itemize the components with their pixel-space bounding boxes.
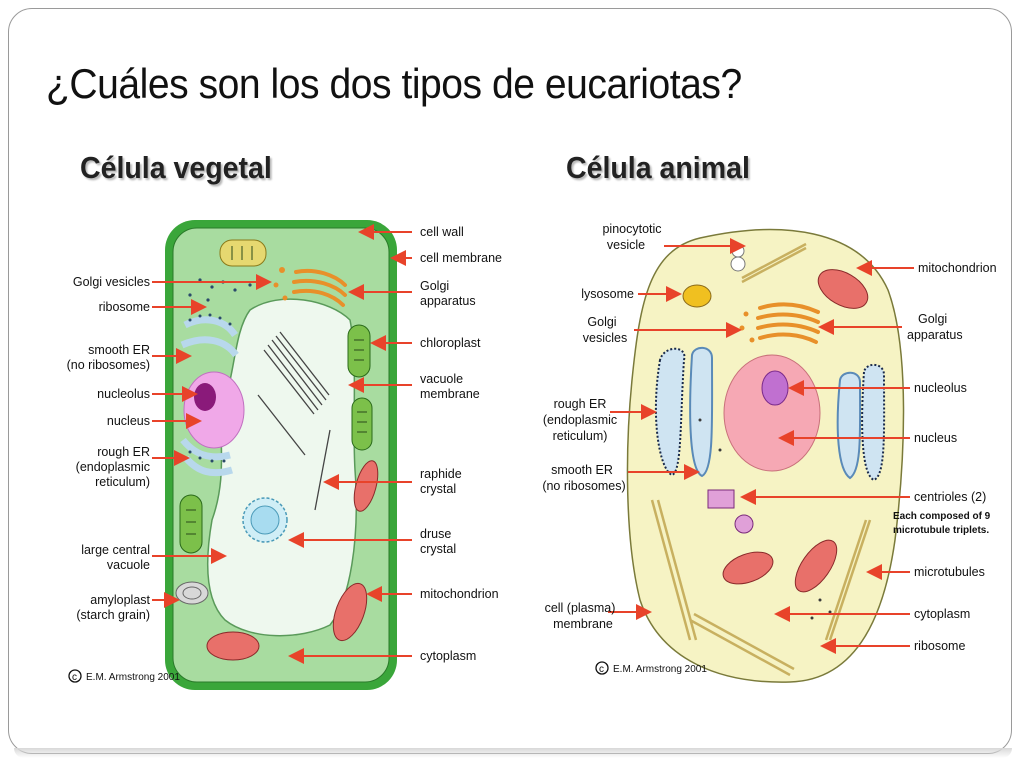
druse-crystal [242,497,288,543]
label-animal-golgi-1: Golgi [918,312,947,326]
label-golgi-vesicles: Golgi vesicles [73,275,150,289]
label-animal-ribosome: ribosome [914,639,965,653]
label-druse-1: druse [420,527,451,541]
label-animal-cytoplasm: cytoplasm [914,607,970,621]
label-plant-cytoplasm: cytoplasm [420,649,476,663]
label-cell-wall: cell wall [420,225,464,239]
plant-nucleolus [194,383,216,411]
animal-rough-er [654,346,886,482]
lysosome [682,284,712,308]
plant-mitochondria [206,460,379,661]
label-plasma-membrane-2: membrane [553,617,613,631]
animal-label-arrows [608,238,914,654]
label-pinocytotic-1: pinocytotic [602,222,661,236]
animal-nucleolus [761,370,789,406]
chloroplast-thylakoids [186,246,367,535]
label-vacuole-membrane-2: membrane [420,387,480,401]
label-raphide-2: crystal [420,482,456,496]
label-animal-rough-er-2: (endoplasmic [543,413,617,427]
label-animal-smooth-er-1: smooth ER [551,463,613,477]
label-cell-membrane: cell membrane [420,251,502,265]
svg-text:c: c [72,672,77,683]
label-animal-golgi-vesicles-2: vesicles [583,331,627,345]
label-pinocytotic-2: vesicle [607,238,645,252]
svg-text:E.M. Armstrong 2001: E.M. Armstrong 2001 [86,672,180,683]
label-golgi-2: apparatus [420,294,476,308]
raphide-crystal [257,331,331,511]
centriole-note-1: Each composed of 9 [893,511,991,522]
label-microtubules: microtubules [914,565,985,579]
label-plasma-membrane-1: cell (plasma) [545,601,616,615]
plant-label-arrows [152,224,412,664]
animal-copyright: c E.M. Armstrong 2001 [595,661,707,675]
plant-cell: cell wall cell membrane Golgi apparatus … [67,220,502,690]
plant-cell-heading: Célula vegetal [80,150,272,185]
label-animal-nucleus: nucleus [914,431,957,445]
label-animal-golgi-2: apparatus [907,328,963,342]
label-animal-nucleolus: nucleolus [914,381,967,395]
label-animal-golgi-vesicles-1: Golgi [587,315,616,329]
animal-nucleus [723,354,821,472]
amyloplast [175,581,209,605]
animal-mitochondria [722,269,869,593]
animal-ribosomes [698,418,832,620]
label-plant-rough-er-2: (endoplasmic [76,460,150,474]
label-raphide-1: raphide [420,467,462,481]
label-centrioles: centrioles (2) [914,490,986,504]
label-vacuole-membrane-1: vacuole [420,372,463,386]
plant-copyright: c E.M. Armstrong 2001 [68,669,180,683]
label-central-vacuole-2: vacuole [107,558,150,572]
label-golgi-1: Golgi [420,279,449,293]
label-amyloplast-1: amyloplast [90,593,150,607]
label-animal-rough-er-1: rough ER [554,397,607,411]
animal-golgi [739,302,820,344]
label-lysosome: lysosome [581,287,634,301]
label-amyloplast-2: (starch grain) [76,608,150,622]
label-plant-ribosome: ribosome [99,300,150,314]
label-plant-rough-er-1: rough ER [97,445,150,459]
label-druse-2: crystal [420,542,456,556]
label-plant-rough-er-3: reticulum) [95,475,150,489]
label-plant-smooth-er-2: (no ribosomes) [67,358,150,372]
label-chloroplast: chloroplast [420,336,481,350]
plant-golgi [273,267,347,307]
animal-cell-heading: Célula animal [566,150,750,185]
plant-nucleus [183,371,245,449]
centriole-note-2: microtubule triplets. [893,525,989,536]
animal-cell: pinocytotic vesicle lysosome Golgi vesic… [542,222,997,683]
label-plant-smooth-er-1: smooth ER [88,343,150,357]
label-plant-nucleolus: nucleolus [97,387,150,401]
label-animal-smooth-er-2: (no ribosomes) [542,479,625,493]
slide-shadow [14,748,1012,758]
animal-microtubules [650,242,872,677]
centrioles [707,489,754,534]
label-animal-rough-er-3: reticulum) [553,429,608,443]
svg-text:E.M. Armstrong 2001: E.M. Armstrong 2001 [613,664,707,675]
svg-text:c: c [599,664,604,675]
slide-title: ¿Cuáles son los dos tipos de eucariotas? [46,60,742,107]
label-central-vacuole-1: large central [81,543,150,557]
label-animal-mitochondrion: mitochondrion [918,261,997,275]
label-plant-nucleus: nucleus [107,414,150,428]
label-plant-mitochondrion: mitochondrion [420,587,499,601]
